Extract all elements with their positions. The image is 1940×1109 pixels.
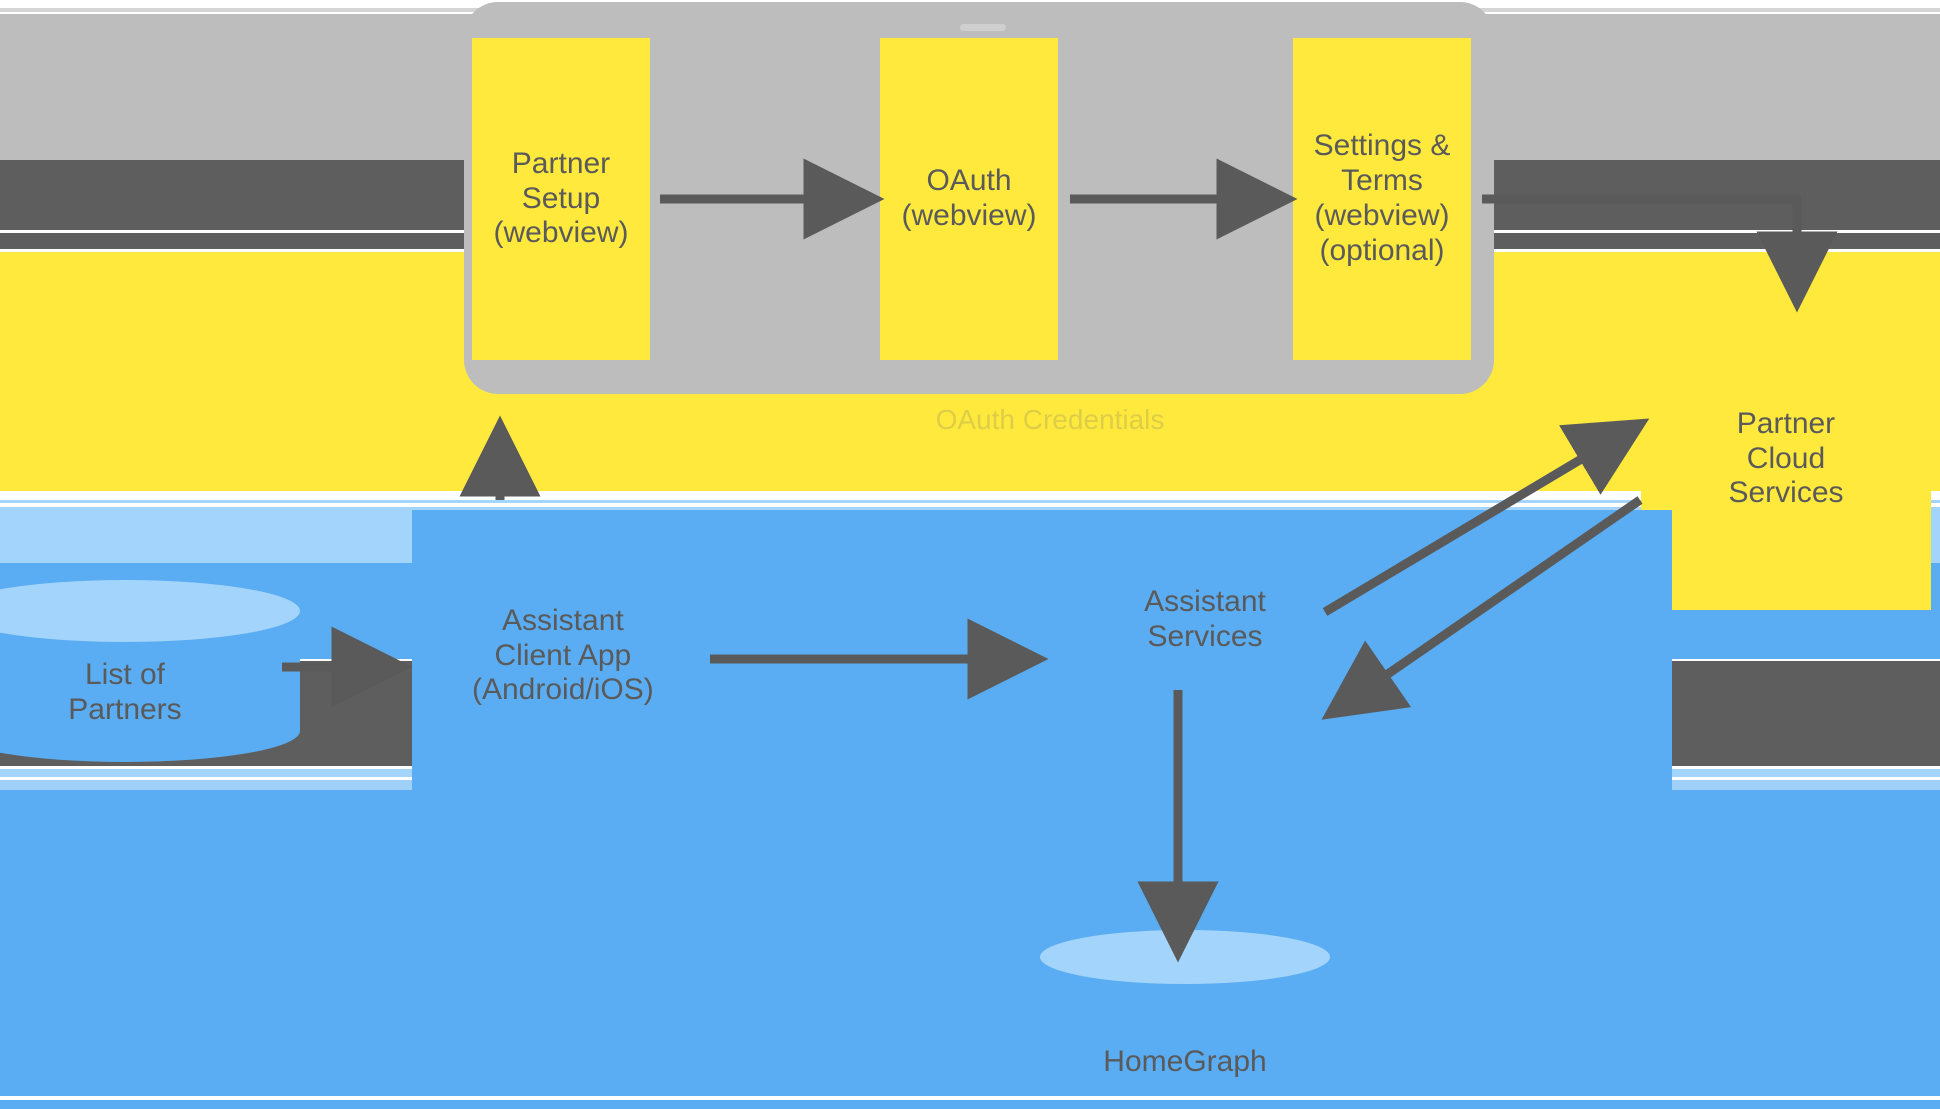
smear-band [0,790,1940,1109]
node-homegraph-label: HomeGraph [1103,1045,1267,1078]
cylinder-top [1040,930,1330,984]
node-partner-cloud-services[interactable]: Partner Cloud Services [1641,308,1931,610]
node-assistant-client-app-label: Assistant Client App (Android/iOS) [472,603,654,707]
node-list-of-partners[interactable]: List of Partners [0,580,300,762]
edge-settings-terms-to-partner-cloud [1482,194,1838,313]
node-settings-terms-label: Settings & Terms (webview) (optional) [1313,129,1451,267]
node-assistant-client-app[interactable]: Assistant Client App (Android/iOS) [412,510,1672,802]
smear-band [0,1096,1940,1100]
edge-label-oauth-credentials: OAuth Credentials [935,404,1165,435]
cylinder-bottom-cap [0,700,300,762]
cylinder-bottom-cap [1040,1039,1330,1093]
node-oauth[interactable]: OAuth (webview) [880,38,1058,360]
node-partner-cloud-services-label: Partner Cloud Services [1728,406,1844,510]
smear-band [0,1100,1940,1109]
node-assistant-services[interactable]: Assistant Services [1060,560,1350,680]
node-partner-setup-label: Partner Setup (webview) [493,146,629,250]
node-settings-terms[interactable]: Settings & Terms (webview) (optional) [1293,38,1471,360]
node-assistant-services-label: Assistant Services [1144,585,1266,653]
cylinder-top [0,580,300,642]
node-partner-setup[interactable]: Partner Setup (webview) [472,38,650,360]
node-list-of-partners-label: List of Partners [68,658,182,726]
node-oauth-label: OAuth (webview) [901,164,1037,232]
phone-earpiece [960,24,1006,31]
node-homegraph[interactable]: HomeGraph [1040,930,1330,1105]
